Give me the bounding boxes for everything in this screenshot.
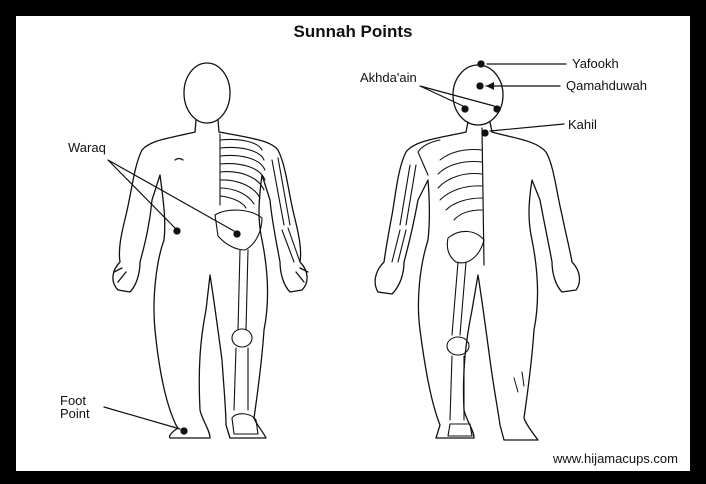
- qamahduwah-point: [477, 83, 483, 89]
- back-ribcage: [438, 149, 482, 220]
- foot-point-leader: [104, 407, 180, 429]
- waraq-leader: [108, 160, 234, 231]
- label-foot-point: Foot Point: [60, 394, 90, 420]
- front-head: [184, 63, 230, 123]
- label-akhdaain: Akhda'ain: [360, 71, 417, 84]
- front-figure: [113, 63, 308, 438]
- akhdaain-point-right: [494, 106, 500, 112]
- label-qamahduwah: Qamahduwah: [566, 79, 647, 92]
- front-ribcage: [220, 134, 265, 208]
- kahil-point: [482, 130, 488, 136]
- waraq-point-right: [234, 231, 240, 237]
- back-figure: [375, 61, 579, 440]
- yafookh-point: [478, 61, 484, 67]
- back-head: [453, 65, 503, 125]
- akhdaain-point-left: [462, 106, 468, 112]
- website-url: www.hijamacups.com: [553, 451, 678, 466]
- diagram-title: Sunnah Points: [0, 22, 706, 42]
- akhdaain-leader: [420, 86, 494, 106]
- leader-lines: [104, 64, 566, 429]
- foot-point-marker: [181, 428, 187, 434]
- waraq-point-left: [174, 228, 180, 234]
- label-waraq: Waraq: [68, 141, 106, 154]
- label-kahil: Kahil: [568, 118, 597, 131]
- arrowheads: [486, 82, 494, 90]
- kahil-leader: [490, 124, 564, 131]
- label-yafookh: Yafookh: [572, 57, 619, 70]
